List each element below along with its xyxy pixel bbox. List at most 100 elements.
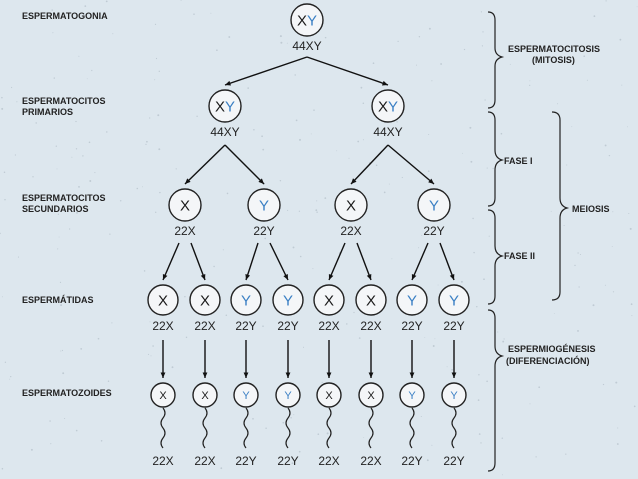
texture-dot — [18, 257, 19, 258]
texture-dot — [1, 97, 3, 99]
texture-dot — [152, 345, 154, 347]
texture-dot — [529, 85, 530, 86]
chromosome-label: X — [346, 197, 356, 214]
texture-dot — [265, 428, 266, 429]
texture-dot — [151, 355, 152, 356]
texture-dot — [486, 380, 488, 382]
chromosome-label: Y — [241, 292, 251, 309]
texture-dot — [472, 218, 473, 219]
x-chromosome: X — [201, 390, 209, 402]
texture-dot — [336, 150, 337, 151]
texture-dot — [628, 213, 629, 214]
texture-dot — [31, 449, 33, 451]
texture-dot — [447, 366, 448, 367]
texture-dot — [621, 85, 622, 86]
texture-dot — [282, 422, 284, 424]
chromosome-label: Y — [407, 292, 417, 309]
espermatogonia-cell: XY44XY — [291, 4, 323, 53]
texture-dot — [529, 80, 530, 81]
espermatidas-cell: X22X — [148, 285, 178, 333]
texture-dot — [376, 165, 378, 167]
texture-dot — [605, 144, 607, 146]
chromosome-count-caption: 22X — [318, 319, 339, 333]
x-chromosome: X — [200, 292, 210, 309]
texture-dot — [52, 32, 53, 33]
texture-dot — [87, 78, 88, 79]
x-chromosome: X — [378, 98, 388, 115]
chromosome-count-caption: 22X — [152, 319, 173, 333]
texture-dot — [142, 186, 143, 187]
texture-dot — [220, 467, 222, 469]
chromosome-count-caption: 22X — [360, 454, 381, 468]
texture-dot — [91, 70, 92, 71]
texture-dot — [11, 87, 12, 88]
texture-dot — [1, 108, 3, 110]
chromosome-count-caption: 22Y — [235, 454, 256, 468]
chromosome-count-caption: 44XY — [210, 125, 239, 139]
chromosome-count-caption: 44XY — [373, 125, 402, 139]
texture-dot — [551, 211, 552, 212]
texture-dot — [60, 282, 61, 283]
x-chromosome: X — [366, 292, 376, 309]
texture-dot — [149, 117, 150, 118]
texture-dot — [112, 33, 113, 34]
texture-dot — [311, 133, 312, 134]
y-chromosome: Y — [242, 390, 250, 402]
chromosome-count-caption: 22Y — [443, 319, 464, 333]
texture-dot — [15, 154, 16, 155]
texture-dot — [502, 474, 503, 475]
texture-dot — [78, 56, 79, 57]
texture-dot — [4, 172, 6, 174]
texture-dot — [57, 168, 58, 169]
texture-dot — [109, 233, 110, 234]
texture-dot — [397, 41, 398, 42]
texture-dot — [120, 200, 121, 201]
texture-dot — [295, 74, 296, 75]
texture-dot — [389, 184, 390, 185]
texture-dot — [583, 55, 585, 57]
texture-dot — [176, 168, 177, 169]
texture-dot — [106, 131, 107, 132]
phase-label-fase2: FASE II — [504, 251, 535, 261]
y-chromosome: Y — [283, 292, 293, 309]
chromosome-label: Y — [449, 292, 459, 309]
texture-dot — [565, 453, 566, 454]
chromosome-label: XY — [297, 12, 317, 29]
texture-dot — [300, 256, 302, 258]
texture-dot — [303, 347, 304, 348]
texture-dot — [363, 102, 365, 104]
texture-dot — [280, 42, 282, 44]
x-chromosome: X — [325, 390, 333, 402]
texture-dot — [594, 15, 596, 17]
texture-dot — [470, 161, 472, 163]
texture-dot — [462, 153, 463, 154]
texture-dot — [580, 254, 581, 255]
texture-dot — [473, 252, 474, 253]
texture-dot — [106, 1, 108, 3]
texture-dot — [554, 313, 555, 314]
chromosome-count-caption: 22Y — [277, 319, 298, 333]
texture-dot — [431, 445, 432, 446]
texture-dot — [630, 228, 632, 230]
texture-dot — [252, 418, 254, 420]
chromosome-count-caption: 22Y — [401, 319, 422, 333]
texture-dot — [429, 28, 431, 30]
chromosome-label: Y — [429, 197, 439, 214]
texture-dot — [416, 65, 417, 66]
texture-dot — [593, 304, 595, 306]
y-chromosome: Y — [429, 197, 439, 214]
texture-dot — [280, 180, 281, 181]
stage-label-primarios-line1: ESPERMATOCITOS — [22, 96, 106, 106]
texture-dot — [154, 79, 155, 80]
texture-dot — [172, 366, 174, 368]
texture-dot — [62, 350, 63, 351]
texture-dot — [324, 197, 326, 199]
texture-dot — [478, 374, 479, 375]
texture-dot — [612, 211, 613, 212]
texture-dot — [299, 139, 301, 141]
texture-dot — [349, 158, 350, 159]
texture-dot — [461, 281, 463, 283]
texture-dot — [620, 39, 622, 41]
phase-label-fase1: FASE I — [504, 156, 533, 166]
